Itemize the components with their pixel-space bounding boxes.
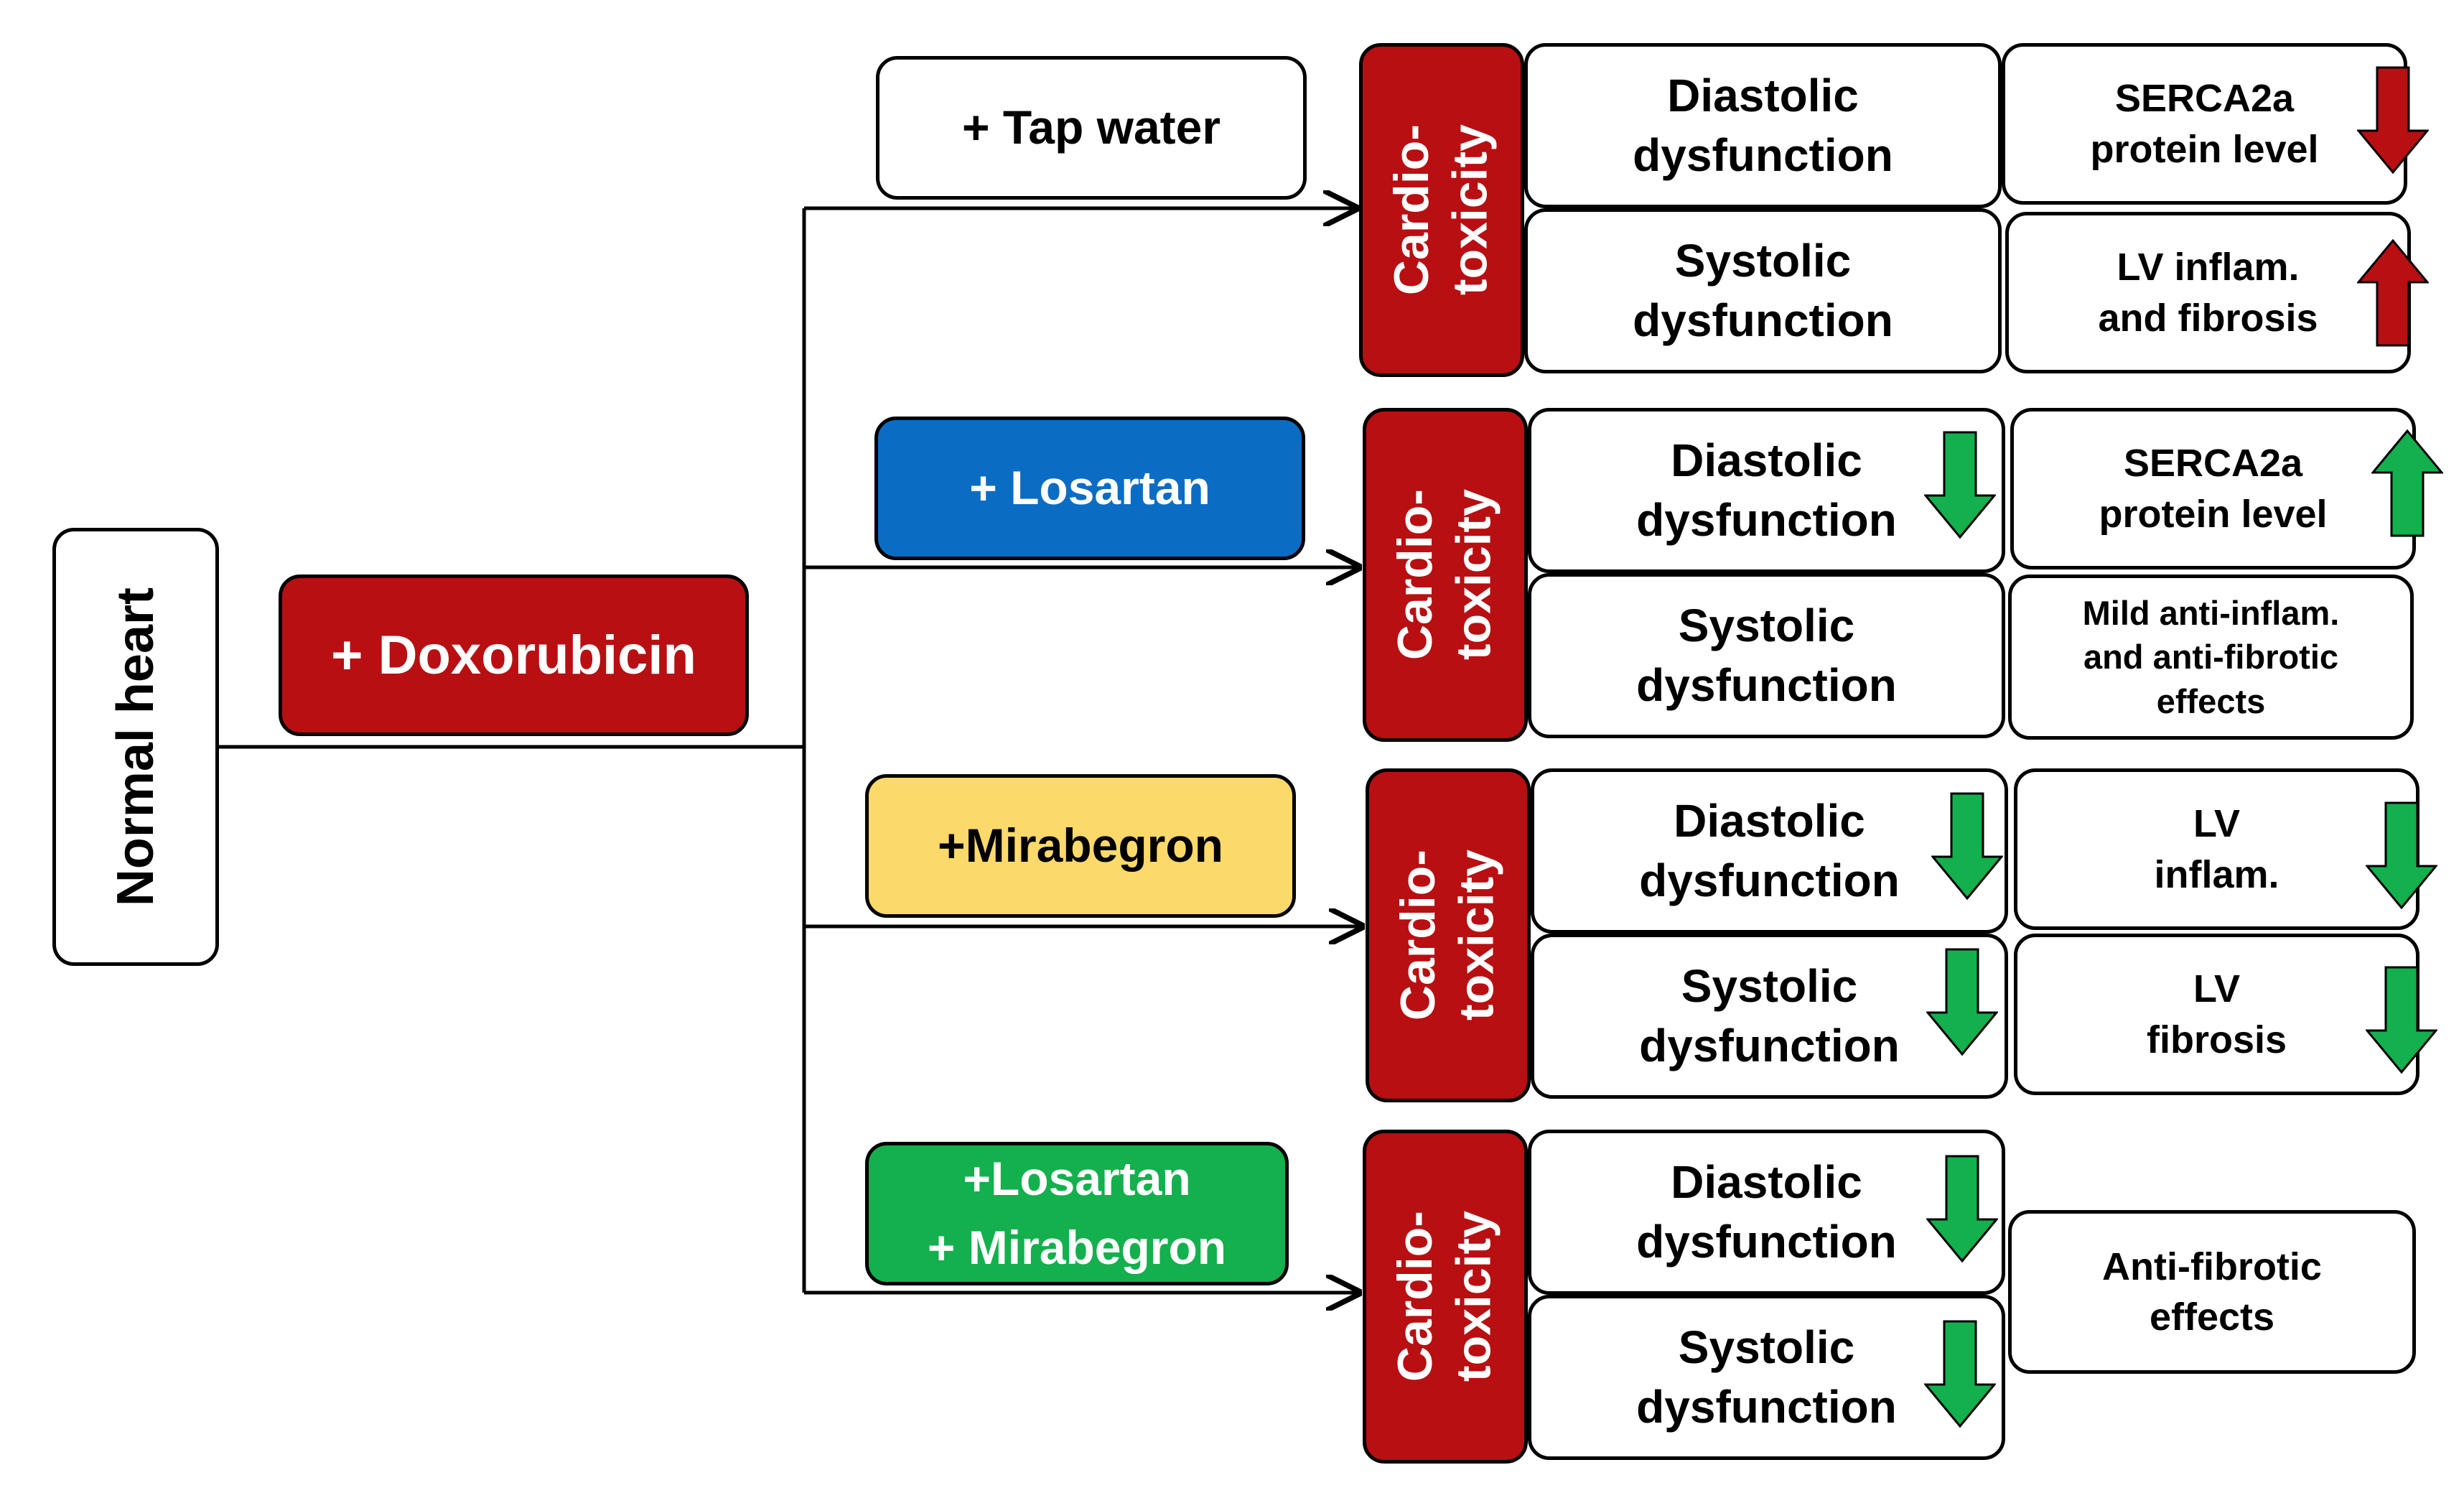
- treatment-losartan: + Losartan: [874, 417, 1305, 560]
- cardiotoxicity-box-3: Cardio- toxicity: [1366, 768, 1531, 1102]
- up-green-arrow-icon: [2371, 429, 2443, 537]
- treatment-losartan-mirabegron: +Losartan + Mirabegron: [865, 1142, 1289, 1285]
- marker-label: LV inflam. and fibrosis: [2098, 246, 2318, 340]
- systolic-box-3: Systolic dysfunction: [1531, 934, 2008, 1099]
- cardiotoxicity-label: Cardio- toxicity: [1388, 1211, 1501, 1382]
- diastolic-box-1: Diastolic dysfunction: [1524, 43, 2002, 208]
- cardiotoxicity-box-4: Cardio- toxicity: [1363, 1130, 1528, 1464]
- serca2a-box-2: SERCA2a protein level: [2010, 408, 2416, 569]
- marker-label: SERCA2a protein level: [2090, 77, 2319, 171]
- marker-label: LV fibrosis: [2146, 967, 2287, 1061]
- inflam-fibrosis-box-1: LV inflam. and fibrosis: [2005, 212, 2411, 373]
- function-label: Systolic dysfunction: [1639, 959, 1900, 1071]
- mild-anti-inflam-box: Mild anti-inflam. and anti-fibrotic effe…: [2008, 575, 2414, 740]
- marker-label: Mild anti-inflam. and anti-fibrotic effe…: [2082, 594, 2340, 720]
- serca2a-box-1: SERCA2a protein level: [2002, 43, 2407, 205]
- treatment-mirabegron: +Mirabegron: [865, 774, 1296, 918]
- function-label: Diastolic dysfunction: [1639, 794, 1900, 906]
- treatment-label: +Mirabegron: [938, 819, 1223, 873]
- down-green-arrow-icon: [1926, 1155, 1998, 1262]
- systolic-box-4: Systolic dysfunction: [1528, 1295, 2005, 1460]
- diastolic-box-4: Diastolic dysfunction: [1528, 1130, 2005, 1295]
- marker-label: LV inflam.: [2154, 802, 2279, 896]
- function-label: Systolic dysfunction: [1633, 234, 1893, 346]
- treatment-label: + Tap water: [961, 101, 1221, 154]
- function-label: Systolic dysfunction: [1636, 1321, 1897, 1433]
- down-green-arrow-icon: [1924, 1320, 1996, 1428]
- cardiotoxicity-label: Cardio- toxicity: [1391, 850, 1504, 1021]
- down-green-arrow-icon: [1924, 431, 1996, 539]
- function-label: Systolic dysfunction: [1636, 599, 1897, 711]
- treatment-label: + Losartan: [969, 461, 1210, 515]
- lv-inflam-box: LV inflam.: [2014, 768, 2419, 930]
- treatment-tap-water: + Tap water: [876, 56, 1307, 200]
- normal-heart-label: Normal heart: [106, 587, 164, 907]
- function-label: Diastolic dysfunction: [1636, 1155, 1897, 1268]
- treatment-label: +Losartan + Mirabegron: [927, 1152, 1227, 1274]
- up-red-arrow-icon: [2357, 239, 2429, 347]
- cardiotoxicity-label: Cardio- toxicity: [1388, 489, 1501, 661]
- down-green-arrow-icon: [1926, 948, 1998, 1056]
- systolic-box-2: Systolic dysfunction: [1528, 573, 2005, 738]
- lv-fibrosis-box: LV fibrosis: [2014, 934, 2419, 1095]
- down-green-arrow-icon: [2366, 966, 2437, 1074]
- marker-label: Anti-fibrotic effects: [2102, 1245, 2322, 1339]
- diastolic-box-2: Diastolic dysfunction: [1528, 408, 2005, 573]
- normal-heart-box: Normal heart: [52, 528, 219, 966]
- doxorubicin-box: + Doxorubicin: [279, 575, 749, 736]
- diastolic-box-3: Diastolic dysfunction: [1531, 768, 2008, 934]
- anti-fibrotic-box: Anti-fibrotic effects: [2008, 1210, 2416, 1374]
- function-label: Diastolic dysfunction: [1633, 69, 1893, 181]
- marker-label: SERCA2a protein level: [2099, 442, 2328, 536]
- down-red-arrow-icon: [2357, 66, 2429, 174]
- cardiotoxicity-box-1: Cardio- toxicity: [1359, 43, 1524, 377]
- systolic-box-1: Systolic dysfunction: [1524, 208, 2002, 373]
- cardiotoxicity-box-2: Cardio- toxicity: [1363, 408, 1528, 742]
- down-green-arrow-icon: [1931, 792, 2003, 900]
- cardiotoxicity-label: Cardio- toxicity: [1384, 124, 1498, 296]
- down-green-arrow-icon: [2366, 801, 2437, 909]
- function-label: Diastolic dysfunction: [1636, 434, 1897, 546]
- doxorubicin-label: + Doxorubicin: [331, 625, 696, 686]
